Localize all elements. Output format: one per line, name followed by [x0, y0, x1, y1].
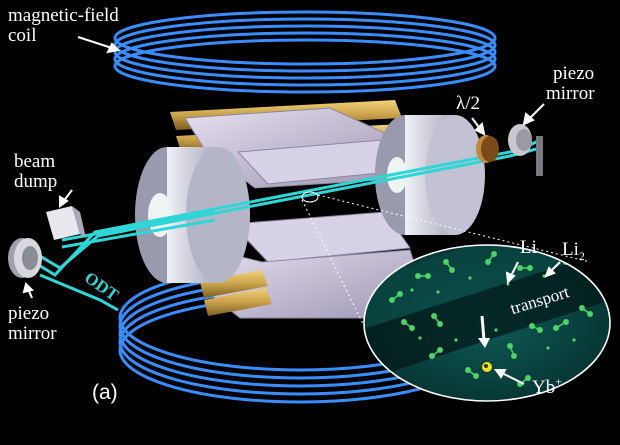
- yb-ion: [482, 362, 492, 372]
- label-dump: dump: [14, 171, 58, 192]
- label-li2: Li2: [562, 239, 585, 262]
- label-yb-sup: +: [555, 374, 563, 389]
- trap-center: [301, 191, 319, 203]
- label-magnetic-field: magnetic-field: [8, 5, 119, 26]
- inset-pointers: [494, 261, 561, 385]
- label-coil: coil: [8, 25, 37, 46]
- piezo-mirror-top: [508, 124, 543, 176]
- label-yb: Yb+: [532, 374, 563, 398]
- beam-dump: [46, 206, 86, 240]
- label-piezo-bottom: piezo: [8, 303, 50, 324]
- li2-molecules: [389, 251, 593, 387]
- zoom-lines: [301, 194, 591, 331]
- left-window: [135, 147, 250, 283]
- label-li2-sub: 2: [578, 248, 585, 263]
- bottom-rods: [200, 270, 272, 316]
- zoom-inset: [363, 244, 611, 402]
- label-arrows: [22, 36, 545, 299]
- label-mirror-bottom: mirror: [8, 323, 57, 344]
- label-piezo-top: piezo: [553, 63, 595, 84]
- label-beam: beam: [14, 151, 56, 172]
- label-li2-base: Li: [562, 239, 579, 260]
- half-wave-plate: [476, 135, 499, 163]
- transport-arrow: [478, 315, 490, 348]
- label-yb-base: Yb: [532, 377, 556, 398]
- label-half-wave: λ/2: [456, 93, 480, 114]
- piezo-mirror-bottom: [8, 238, 42, 278]
- panel-label: (a): [92, 381, 118, 404]
- label-mirror-top: mirror: [546, 83, 595, 104]
- label-li: Li: [520, 237, 537, 258]
- top-coil: [113, 10, 497, 94]
